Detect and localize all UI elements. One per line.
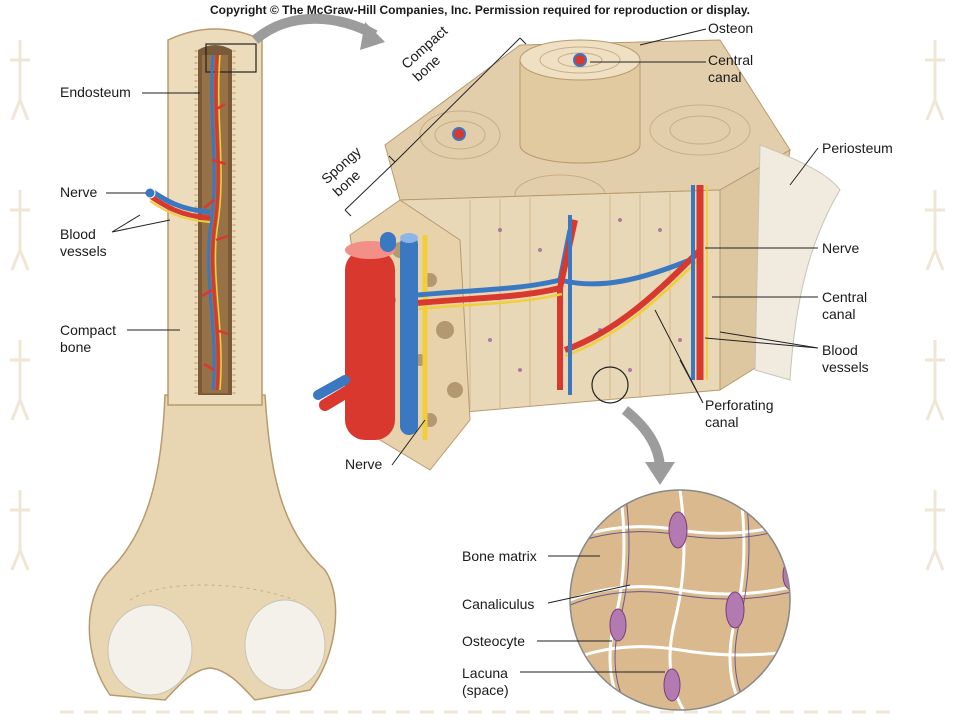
periosteum-layer (754, 144, 841, 381)
label-perforating-canal: Perforating canal (705, 397, 774, 430)
leader-lines (106, 28, 819, 673)
compact-bone-bracket (388, 37, 527, 163)
label-central-canal-right: Central canal (822, 289, 868, 322)
bone-matrix-zoom (569, 489, 791, 711)
label-lacuna: Lacuna (space) (462, 665, 509, 698)
copyright-notice: Copyright © The McGraw-Hill Companies, I… (209, 3, 751, 17)
label-osteon: Osteon (708, 20, 754, 36)
main-blood-vessels (313, 232, 428, 440)
spongy-bone-bracket (344, 161, 396, 217)
label-nerve-right: Nerve (822, 240, 860, 256)
zoom-region-circle (591, 366, 629, 404)
long-bone (88, 28, 337, 701)
label-nerve-bottom: Nerve (345, 456, 383, 472)
zoom-arrow-bottom (621, 406, 665, 471)
label-compact-bone-left: Compact bone (60, 322, 117, 355)
zoom-region-box (205, 43, 257, 73)
zoom-arrow-top (251, 13, 378, 44)
label-blood-vessels-right: Blood vessels (822, 342, 869, 375)
label-periosteum: Periosteum (822, 140, 893, 156)
osteon-cylinder (519, 59, 641, 164)
label-nerve-left: Nerve (60, 184, 98, 200)
label-central-canal-top: Central canal (708, 52, 754, 85)
label-canaliculus: Canaliculus (462, 596, 535, 612)
label-endosteum: Endosteum (60, 84, 131, 100)
label-blood-vessels-left: Blood vessels (60, 226, 107, 259)
osteocyte-cell (668, 511, 688, 549)
compact-bone-block (313, 39, 841, 471)
label-bone-matrix: Bone matrix (462, 548, 537, 564)
articular-cartilage-right (244, 599, 326, 691)
skeleton-border-decoration (10, 40, 945, 714)
central-canal-top (573, 53, 587, 67)
articular-cartilage-left (107, 604, 193, 696)
label-osteocyte: Osteocyte (462, 633, 526, 649)
